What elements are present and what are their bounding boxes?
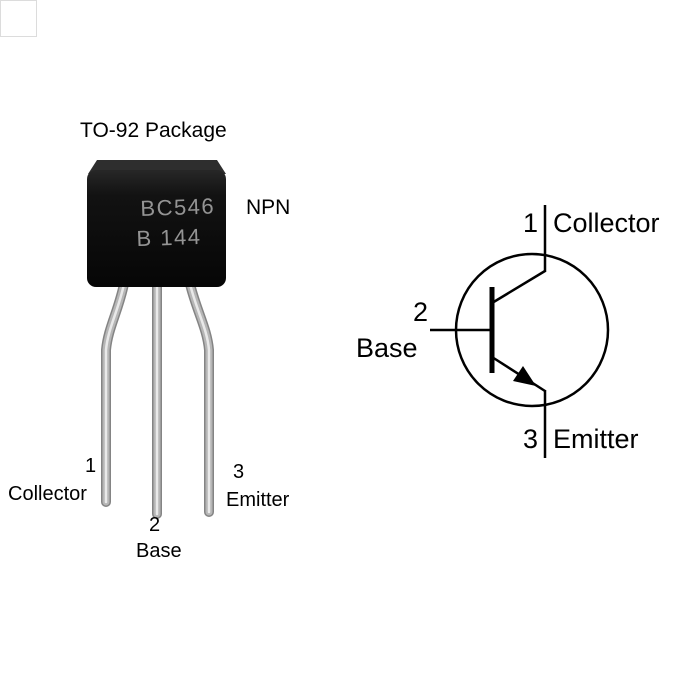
pin1-name: Collector [8, 483, 87, 505]
transistor-type-label: NPN [246, 196, 290, 219]
to92-photo: TO-92 Package B [8, 119, 290, 562]
marking-line1: BC546 [140, 193, 216, 221]
schematic-pin-label-base: 2 Base [356, 297, 428, 363]
schematic-pin2-name: Base [356, 333, 418, 363]
package-marking: BC546 B 144 [136, 193, 216, 251]
package-front-face [87, 170, 226, 287]
collector-lead [101, 279, 129, 507]
schematic-pin2-number: 2 [413, 297, 428, 327]
package-body: BC546 B 144 [87, 160, 226, 287]
package-title: TO-92 Package [80, 119, 227, 142]
schematic-pin3-name: Emitter [553, 424, 639, 454]
photo-pin-label-base: 2 Base [136, 514, 182, 562]
photo-pin-label-emitter: 3 Emitter [226, 461, 290, 511]
photo-pin-label-collector: 1 Collector [8, 455, 96, 505]
schematic-pin3-number: 3 [523, 424, 538, 454]
schematic-pin1-number: 1 [523, 208, 538, 238]
schematic-pin1-name: Collector [553, 208, 660, 238]
schematic-pin-label-emitter: 3 Emitter [523, 424, 639, 454]
npn-schematic-symbol: 1 Collector 2 Base 3 Emitter [356, 205, 660, 458]
pin1-number: 1 [85, 455, 96, 477]
pin2-name: Base [136, 540, 182, 562]
collector-lead-highlight [104, 282, 126, 504]
schematic-pin-label-collector: 1 Collector [523, 208, 660, 238]
emitter-arrow [513, 366, 536, 386]
emitter-lead [185, 279, 214, 517]
pin3-number: 3 [233, 461, 244, 483]
corner-artifact [0, 0, 37, 37]
emitter-lead-highlight [188, 282, 211, 514]
pin3-name: Emitter [226, 489, 290, 511]
pin2-number: 2 [149, 514, 160, 536]
marking-line2: B 144 [136, 224, 202, 251]
collector-diagonal-line [491, 269, 546, 305]
